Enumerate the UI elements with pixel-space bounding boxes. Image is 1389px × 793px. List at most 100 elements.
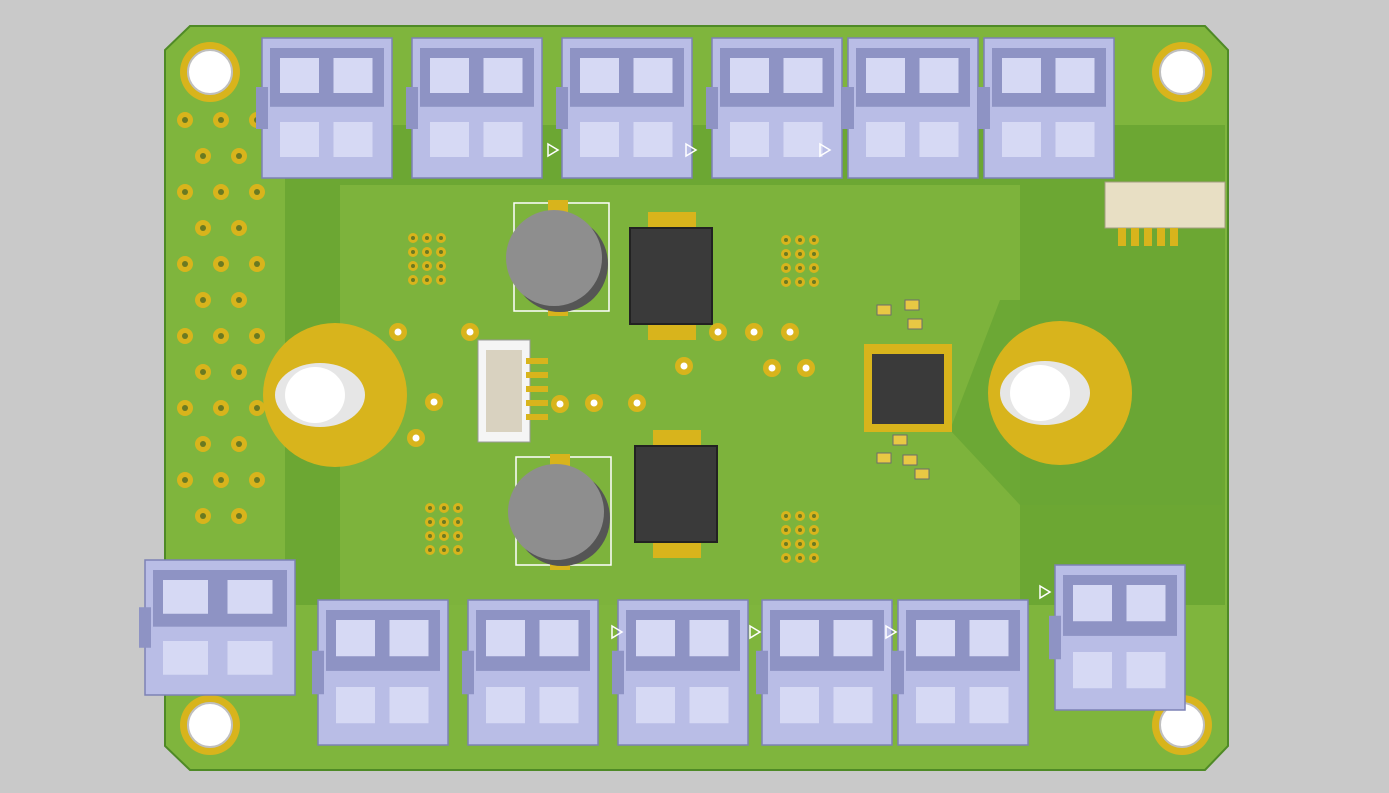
via-array (456, 520, 460, 524)
connector-icon (580, 122, 619, 157)
via-hole (182, 117, 188, 123)
header-pin (1118, 228, 1126, 246)
passive-component (876, 452, 892, 464)
connector-icon (389, 620, 429, 657)
via-hole (182, 189, 188, 195)
connector-icon (783, 58, 823, 93)
connector-icon (866, 58, 905, 93)
via-array (425, 278, 429, 282)
via-array (428, 534, 432, 538)
via-array (425, 250, 429, 254)
via-hole (236, 369, 242, 375)
via-hole (254, 189, 260, 195)
via-array (798, 280, 802, 284)
connector-icon (612, 650, 624, 695)
connector-icon (430, 122, 469, 157)
via-array (439, 250, 443, 254)
via-hole (680, 362, 688, 370)
header-pin (1170, 228, 1178, 246)
via-array (411, 278, 415, 282)
connector-icon (689, 620, 729, 657)
connector-icon (227, 580, 273, 614)
top-connector (556, 37, 693, 179)
via-hole (768, 364, 776, 372)
via-hole (236, 297, 242, 303)
via-hole (200, 297, 206, 303)
via-hole (236, 513, 242, 519)
header-pin (526, 358, 548, 364)
connector-icon (1002, 58, 1041, 93)
via-hole (750, 328, 758, 336)
inductor-icon (634, 445, 718, 543)
connector-icon (333, 58, 373, 93)
passive-component (892, 434, 908, 446)
connector-icon (483, 58, 523, 93)
connector-icon (633, 122, 673, 157)
connector-icon (1049, 615, 1061, 660)
connector-icon (919, 122, 959, 157)
via-array (439, 278, 443, 282)
passive-component (907, 318, 923, 330)
pin1-marker (885, 624, 898, 640)
via-array (798, 556, 802, 560)
header-pin (526, 414, 548, 420)
header-pin (526, 386, 548, 392)
connector-icon (280, 58, 319, 93)
via-hole (254, 405, 260, 411)
mounting-hole-icon (187, 702, 233, 748)
connector-icon (333, 122, 373, 157)
connector-icon (916, 687, 955, 724)
via-hole (633, 399, 641, 407)
connector-icon (556, 87, 568, 129)
via-hole (556, 400, 564, 408)
header-pin (1144, 228, 1152, 246)
via-array (812, 252, 816, 256)
via-array (784, 556, 788, 560)
via-hole (786, 328, 794, 336)
passive-component (876, 304, 892, 316)
connector-icon (756, 650, 768, 695)
via-array (456, 506, 460, 510)
via-array (442, 520, 446, 524)
connector-icon (486, 687, 525, 724)
passive-component (914, 468, 930, 480)
connector-icon (336, 620, 375, 657)
bottom-connector (312, 599, 449, 746)
connector-icon (139, 607, 151, 648)
via-array (425, 264, 429, 268)
via-array (798, 266, 802, 270)
connector-icon (539, 620, 579, 657)
via-array (411, 264, 415, 268)
connector-icon (1002, 122, 1041, 157)
connector-icon (783, 122, 823, 157)
via-array (798, 528, 802, 532)
connector-icon (1126, 585, 1166, 622)
via-hole (200, 369, 206, 375)
connector-icon (389, 687, 429, 724)
via-array (428, 548, 432, 552)
bottom-connector (462, 599, 599, 746)
connector-icon (1055, 58, 1095, 93)
connector-icon (866, 122, 905, 157)
connector-icon (406, 87, 418, 129)
via-array (812, 556, 816, 560)
connector-icon (1055, 122, 1095, 157)
connector-icon (1126, 652, 1166, 689)
via-array (439, 236, 443, 240)
via-hole (182, 333, 188, 339)
pin1-marker (749, 624, 762, 640)
via-hole (254, 333, 260, 339)
bottom-connector (756, 599, 893, 746)
connector-icon (978, 87, 990, 129)
mounting-hole-icon (1159, 49, 1205, 95)
connector-icon (580, 58, 619, 93)
connector-icon (1073, 652, 1112, 689)
connector-icon (227, 641, 273, 675)
via-hole (236, 225, 242, 231)
via-hole (200, 153, 206, 159)
header-icon (1104, 181, 1226, 229)
via-array (798, 252, 802, 256)
header-pin (526, 372, 548, 378)
connector-icon (833, 687, 873, 724)
